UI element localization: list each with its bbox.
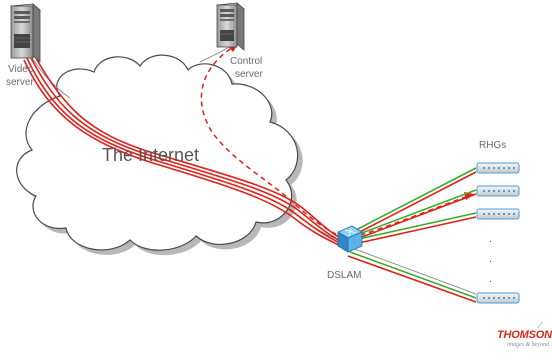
ellipsis-dot-3: . xyxy=(489,273,492,285)
red-link-rhg-3 xyxy=(353,216,477,245)
internet-cloud xyxy=(16,54,303,256)
green-link-rhg-1 xyxy=(351,167,477,233)
dslam-icon xyxy=(337,225,363,253)
control-server-icon xyxy=(216,2,245,51)
rhg-device-2 xyxy=(476,185,520,197)
stream-path-4 xyxy=(23,59,342,247)
logo-tagline: images & beyond xyxy=(507,342,549,348)
video-stream-paths xyxy=(23,47,345,247)
red-link-rhg-2 xyxy=(353,193,477,241)
rhg-device-1 xyxy=(476,162,520,174)
green-link-rhg-4 xyxy=(349,251,477,299)
video-server-icon xyxy=(10,3,41,63)
stream-path-3 xyxy=(25,55,343,245)
logo-wordmark: THOMSON xyxy=(497,329,552,341)
internet-label: The Internet xyxy=(102,145,200,165)
rhg-ellipsis: . . . xyxy=(489,233,492,285)
thomson-logo: ⟋ THOMSON images & beyond xyxy=(497,321,552,355)
red-link-rhg-4 xyxy=(347,255,477,303)
ellipsis-dot-2: . xyxy=(489,253,492,265)
control-path-rhg xyxy=(351,195,469,239)
red-link-rhg-1 xyxy=(351,171,477,237)
video-server-label-line2: server xyxy=(6,77,34,88)
logo-swoosh-icon: ⟋ xyxy=(537,321,544,331)
stream-path-2 xyxy=(27,51,344,243)
rhg-device-4 xyxy=(476,292,520,304)
video-server-label-line1: Video xyxy=(8,64,34,75)
control-signaling-path xyxy=(200,43,469,239)
rhgs-label: RHGs xyxy=(479,140,507,151)
control-server-label-line2: server xyxy=(235,69,263,80)
control-server-label-line1: Control xyxy=(230,56,263,67)
gray-link-rhg-4 xyxy=(351,247,477,295)
stream-path-1 xyxy=(29,47,345,241)
green-link-rhg-3 xyxy=(353,212,477,241)
dslam-to-rhg-links xyxy=(347,167,477,303)
ellipsis-dot-1: . xyxy=(489,233,492,245)
rhg-device-3 xyxy=(476,208,520,220)
dslam-label: DSLAM xyxy=(327,270,362,281)
green-link-rhg-2 xyxy=(353,189,477,237)
